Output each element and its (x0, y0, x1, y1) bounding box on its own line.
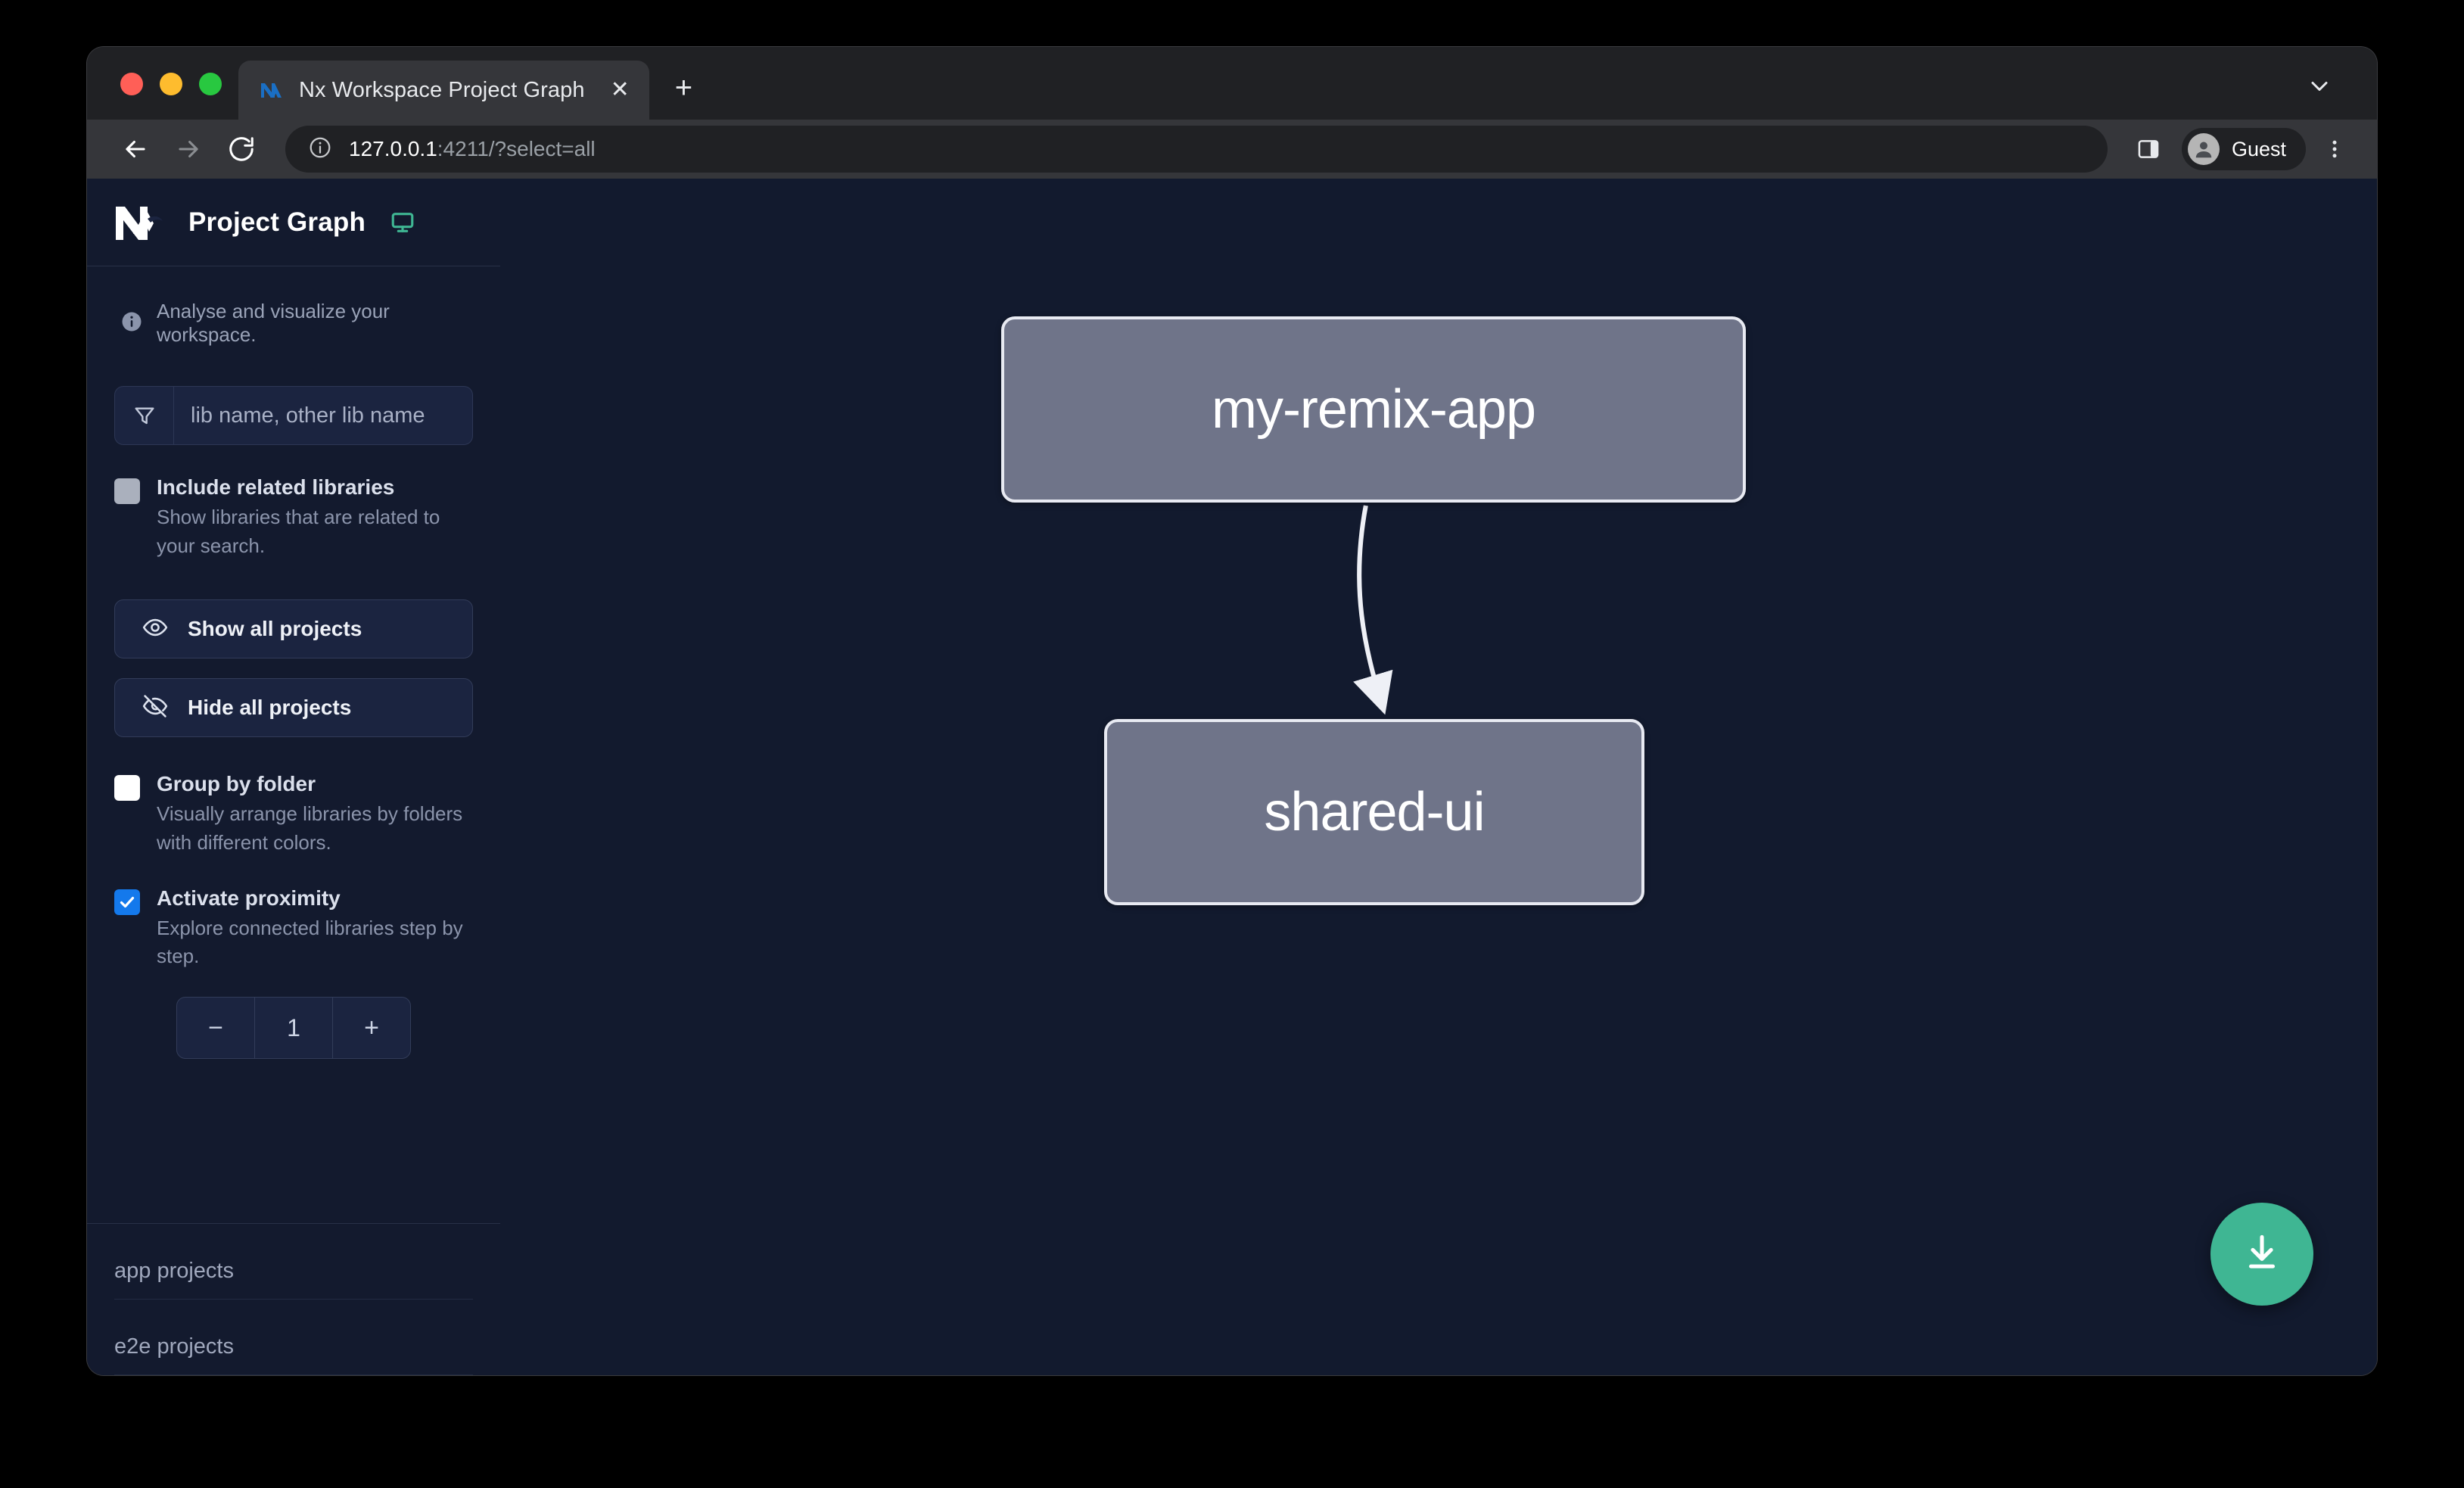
sidebar-project-groups: app projects e2e projects (87, 1223, 500, 1375)
activate-proximity-label: Activate proximity (157, 886, 341, 910)
group-by-folder-description: Visually arrange libraries by folders wi… (157, 802, 463, 855)
search-input-placeholder: lib name, other lib name (191, 403, 425, 428)
group-by-folder-label: Group by folder (157, 772, 316, 796)
filter-funnel-icon (115, 387, 174, 444)
address-bar-url: 127.0.0.1:4211/?select=all (349, 137, 596, 161)
option-include-related-libraries: Include related libraries Show libraries… (114, 474, 473, 560)
include-related-libraries-checkbox[interactable] (114, 478, 140, 504)
graph-node-label: my-remix-app (1211, 379, 1536, 440)
avatar (2187, 133, 2220, 165)
close-window-button[interactable] (120, 73, 143, 95)
show-all-projects-label: Show all projects (188, 617, 362, 641)
project-group-app-projects[interactable]: app projects (114, 1224, 473, 1300)
option-activate-proximity: Activate proximity Explore connected lib… (114, 885, 473, 971)
search-input[interactable]: lib name, other lib name (114, 386, 473, 445)
proximity-increment-button[interactable]: + (364, 1013, 379, 1042)
nx-logo-icon (114, 204, 164, 241)
minimize-window-button[interactable] (160, 73, 182, 95)
hide-all-projects-label: Hide all projects (188, 696, 352, 720)
site-info-icon[interactable] (308, 135, 332, 163)
eye-off-icon (142, 693, 168, 723)
address-bar[interactable]: 127.0.0.1:4211/?select=all (285, 126, 2108, 173)
eye-icon (142, 615, 168, 644)
project-graph-canvas[interactable]: my-remix-app shared-ui (500, 179, 2377, 1375)
sidebar: Project Graph (87, 179, 523, 1375)
workspace-hint-text: Analyse and visualize your workspace. (157, 300, 390, 346)
hide-all-projects-button[interactable]: Hide all projects (114, 678, 473, 738)
show-all-projects-button[interactable]: Show all projects (114, 599, 473, 659)
proximity-decrement-button[interactable]: − (208, 1013, 223, 1042)
page-title: Project Graph (188, 207, 366, 237)
forward-arrow-icon[interactable] (166, 126, 211, 172)
new-tab-button[interactable]: + (674, 71, 693, 104)
graph-edge-my-remix-app-to-shared-ui (1353, 505, 1393, 715)
browser-toolbar: 127.0.0.1:4211/?select=all Guest (87, 120, 2377, 179)
activate-proximity-checkbox[interactable] (114, 889, 140, 915)
maximize-window-button[interactable] (199, 73, 222, 95)
browser-tab-title: Nx Workspace Project Graph (299, 77, 585, 102)
proximity-value: 1 (254, 998, 333, 1059)
monitor-icon[interactable] (390, 210, 415, 235)
graph-node-my-remix-app[interactable]: my-remix-app (1001, 316, 1746, 503)
browser-window: Nx Workspace Project Graph ✕ + (87, 47, 2377, 1375)
proximity-stepper: − 1 + (176, 997, 411, 1060)
page-content: Project Graph (87, 179, 2377, 1375)
back-arrow-icon[interactable] (113, 126, 158, 172)
reload-icon[interactable] (219, 126, 264, 172)
nx-favicon-icon (258, 77, 284, 103)
chevron-down-icon[interactable] (2306, 73, 2333, 100)
address-bar-host: 127.0.0.1 (349, 137, 437, 160)
profile-chip[interactable]: Guest (2181, 128, 2306, 170)
graph-node-shared-ui[interactable]: shared-ui (1104, 719, 1644, 905)
close-tab-button[interactable]: ✕ (610, 77, 630, 102)
info-icon (120, 310, 143, 337)
three-dot-menu-icon[interactable] (2313, 128, 2356, 170)
tab-strip: Nx Workspace Project Graph ✕ + (87, 47, 2377, 120)
browser-tab-active[interactable]: Nx Workspace Project Graph ✕ (238, 61, 649, 120)
option-group-by-folder: Group by folder Visually arrange librari… (114, 770, 473, 857)
group-by-folder-checkbox[interactable] (114, 775, 140, 802)
include-related-libraries-label: Include related libraries (157, 475, 395, 499)
profile-name-label: Guest (2231, 137, 2286, 160)
side-panel-icon[interactable] (2127, 128, 2170, 170)
sidebar-body: Analyse and visualize your workspace. li… (87, 266, 500, 1223)
workspace-hint: Analyse and visualize your workspace. (114, 266, 473, 347)
include-related-libraries-description: Show libraries that are related to your … (157, 506, 440, 557)
project-group-e2e-projects[interactable]: e2e projects (114, 1300, 473, 1375)
activate-proximity-description: Explore connected libraries step by step… (157, 916, 463, 968)
window-traffic-lights (87, 73, 222, 120)
graph-node-label: shared-ui (1264, 782, 1485, 842)
sidebar-header: Project Graph (87, 179, 500, 266)
address-bar-path: :4211/?select=all (437, 137, 596, 160)
download-graph-button[interactable] (2210, 1203, 2313, 1306)
download-icon (2240, 1231, 2284, 1278)
